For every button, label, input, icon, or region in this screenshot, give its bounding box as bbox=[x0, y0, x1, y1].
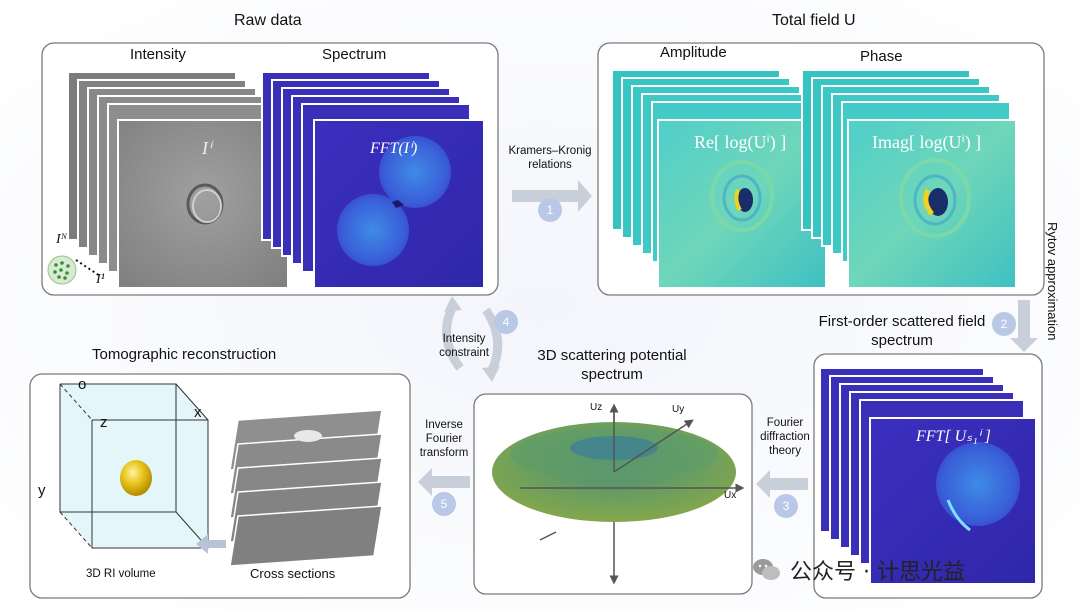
cross-sections-label: Cross sections bbox=[250, 566, 336, 581]
raw-data-title: Raw data bbox=[234, 12, 302, 29]
step3-badge: 3 bbox=[774, 494, 798, 518]
step5-badge: 5 bbox=[432, 492, 456, 516]
phase-label: Phase bbox=[860, 48, 903, 65]
tomo-arrow bbox=[196, 534, 226, 554]
tomo-axis-x: x bbox=[194, 404, 202, 421]
spectrum-stack bbox=[261, 71, 485, 289]
volume-label: 3D RI volume bbox=[86, 568, 156, 580]
step3-label: Fourier diffraction theory bbox=[760, 417, 810, 457]
step2-arrow bbox=[1010, 300, 1038, 352]
scattering-potential-plot bbox=[492, 403, 745, 585]
intensity-label: Intensity bbox=[130, 46, 186, 63]
scattered-spectrum-stack bbox=[819, 367, 1037, 585]
step5-label: Inverse Fourier transform bbox=[419, 419, 469, 459]
axis-uy-label: Uy bbox=[672, 404, 685, 415]
potential-title: 3D scattering potential spectrum bbox=[537, 347, 687, 383]
amplitude-stack bbox=[611, 69, 827, 289]
axis-ux-label: Ux bbox=[724, 490, 737, 501]
cross-sections-stack bbox=[229, 409, 383, 567]
stack-bottom-label: I¹ bbox=[96, 272, 105, 287]
step5-arrow bbox=[418, 468, 470, 496]
step2-badge: 2 bbox=[992, 312, 1016, 336]
intensity-stack bbox=[67, 71, 289, 289]
amplitude-formula: Re[ log(Uⁱ) ] bbox=[694, 132, 787, 152]
scattered-title: First-order scattered field spectrum bbox=[818, 313, 986, 349]
tomo-axis-z: z bbox=[100, 414, 108, 431]
watermark-text: 公众号 · 计思光益 bbox=[790, 560, 965, 585]
spectrum-label: Spectrum bbox=[322, 46, 387, 63]
illumination-pattern-icon bbox=[47, 255, 77, 285]
phase-formula: Imag[ log(Uⁱ) ] bbox=[872, 132, 982, 152]
phase-stack bbox=[801, 69, 1017, 289]
amplitude-label: Amplitude bbox=[660, 44, 727, 61]
step2-label: Rytov approximation bbox=[1045, 221, 1060, 341]
tomo-title: Tomographic reconstruction bbox=[92, 346, 277, 363]
watermark: 公众号 · 计思光益 bbox=[752, 554, 965, 586]
total-field-title: Total field U bbox=[772, 12, 856, 29]
tomo-axis-o: o bbox=[78, 376, 87, 393]
step1-arrow bbox=[512, 180, 592, 212]
spectrum-formula: FFT(Iⁱ) bbox=[370, 140, 418, 157]
step1-label: Kramers–Kronig relations bbox=[508, 145, 592, 171]
step4-cycle-arrows bbox=[442, 296, 503, 382]
intensity-formula: Iⁱ bbox=[202, 138, 212, 158]
stack-top-label: Iᴺ bbox=[56, 232, 68, 247]
step3-arrow bbox=[756, 470, 808, 498]
step1-badge: 1 bbox=[538, 198, 562, 222]
step4-badge: 4 bbox=[494, 310, 518, 334]
axis-uz-label: Uz bbox=[590, 402, 603, 413]
scattered-formula: FFT[ Uₛ₁ⁱ ] bbox=[916, 428, 991, 445]
ri-volume-cube bbox=[59, 383, 209, 549]
wechat-icon bbox=[753, 559, 780, 580]
step4-label: Intensity constraint bbox=[439, 333, 489, 359]
tomo-axis-y: y bbox=[38, 482, 46, 499]
